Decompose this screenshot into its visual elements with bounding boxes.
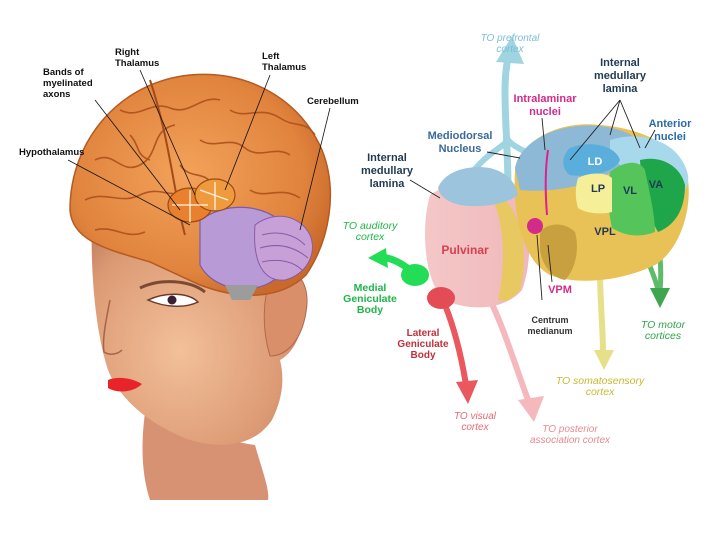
label-va: VA — [648, 179, 664, 191]
label-cerebellum: Cerebellum — [307, 96, 359, 107]
posterior-arrowhead — [518, 396, 544, 422]
label-to-motor: TO motor cortices — [640, 319, 686, 342]
label-to-somatosensory: TO somatosensory cortex — [555, 375, 645, 398]
label-hypothalamus: Hypothalamus — [19, 147, 85, 158]
posterior-pathway — [487, 298, 533, 407]
label-anterior: Anterior nuclei — [648, 118, 692, 143]
longitudinal-fissure — [149, 79, 186, 236]
vl-region — [608, 162, 655, 236]
brow — [139, 280, 206, 294]
lips — [108, 377, 142, 392]
label-vl: VL — [622, 185, 638, 197]
label-vpl: VPL — [594, 226, 616, 238]
label-right-thalamus: Right Thalamus — [115, 47, 160, 69]
nose — [102, 299, 123, 355]
label-internal-lamina-left: Internal medullary lamina — [361, 152, 413, 190]
pupil — [167, 295, 177, 305]
head-leader-lines — [67, 69, 331, 231]
label-myelinated-bands: Bands of myelinated axons — [43, 67, 93, 100]
head-illustration — [67, 69, 332, 500]
thalamus-diagram — [368, 36, 689, 422]
centrum-medianum-dot — [527, 218, 543, 234]
ld-region — [563, 144, 620, 176]
label-to-prefrontal: TO prefrontal cortex — [480, 33, 540, 55]
label-medial-geniculate: Medial Geniculate Body — [343, 282, 397, 316]
lateral-geniculate-dot — [427, 287, 455, 309]
prefrontal-pathway — [501, 50, 514, 191]
label-mediodorsal: Mediodorsal Nucleus — [427, 130, 493, 155]
label-vpm: VPM — [548, 284, 572, 296]
visual-pathway — [442, 303, 469, 386]
motor-arrowhead — [650, 288, 670, 308]
visual-arrowhead — [456, 380, 478, 404]
vpm-region — [540, 224, 577, 280]
label-intralaminar: Intralaminar nuclei — [513, 93, 577, 118]
label-centrum-medianum: Centrum medianum — [527, 315, 573, 336]
brainstem — [225, 285, 258, 300]
label-lp: LP — [590, 183, 606, 195]
thalamus-leader-lines — [409, 99, 656, 301]
medial-geniculate-dot — [401, 264, 429, 286]
cerebellum — [254, 215, 313, 281]
intralaminar-streak — [544, 149, 549, 216]
label-to-posterior: TO posterior association cortex — [529, 424, 611, 446]
label-pulvinar: Pulvinar — [441, 243, 489, 257]
somatosensory-pathway — [597, 269, 606, 353]
label-left-thalamus: Left Thalamus — [262, 51, 307, 73]
somatosensory-arrowhead — [594, 350, 614, 370]
prefrontal-arrowhead — [496, 36, 524, 64]
mediodorsal-cap — [438, 167, 518, 207]
label-lateral-geniculate: Lateral Geniculate Body — [397, 328, 449, 361]
label-internal-lamina-top: Internal medullary lamina — [594, 57, 646, 95]
brain-gyri — [84, 98, 316, 236]
lp-region — [575, 173, 612, 214]
label-to-visual: TO visual cortex — [453, 411, 497, 433]
auditory-arrowhead — [368, 248, 388, 268]
myelinated-bands — [172, 182, 229, 222]
label-to-auditory: TO auditory cortex — [342, 220, 398, 243]
label-ld: LD — [587, 156, 603, 168]
